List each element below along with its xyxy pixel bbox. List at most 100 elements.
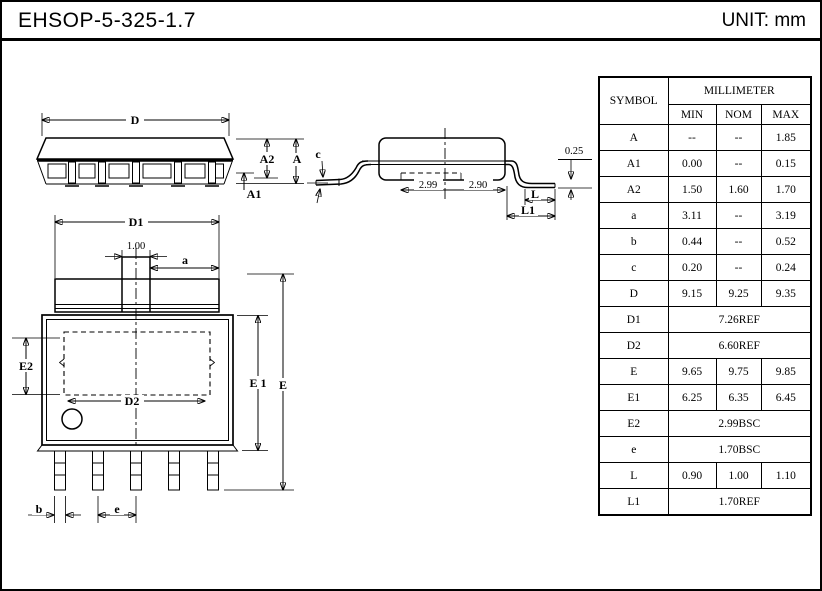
symbol-cell: D1 [598,306,669,333]
value-cell-nom: -- [715,202,762,229]
value-cell-nom: -- [715,254,762,281]
value-cell-min: -- [667,124,717,151]
side-view-drawing: c 0.25 [307,128,592,220]
symbol-cell: c [598,254,669,281]
dim-label-a: A [293,152,302,166]
value-cell-min: 1.50 [667,176,717,203]
value-cell-min: 6.25 [667,384,717,411]
dim-label-l1: L1 [521,203,535,217]
table-header-max: MAX [760,104,812,125]
value-cell-min: 9.65 [667,358,717,385]
value-cell-max: 9.85 [760,358,812,385]
symbol-cell: a [598,202,669,229]
value-cell-span: 7.26REF [667,306,812,333]
dim-label-1-00: 1.00 [127,241,145,252]
dim-label-e-width: E [279,378,287,392]
value-cell-nom: 1.00 [715,462,762,489]
dim-label-b: b [36,502,43,516]
symbol-cell: E2 [598,410,669,437]
table-header-nom: NOM [715,104,762,125]
symbol-cell: D2 [598,332,669,359]
page-title: EHSOP-5-325-1.7 [18,9,196,32]
symbol-cell: A1 [598,150,669,177]
value-cell-nom: -- [715,150,762,177]
dim-label-0-25: 0.25 [565,146,583,157]
value-cell-nom: -- [715,228,762,255]
symbol-cell: E1 [598,384,669,411]
symbol-cell: A [598,124,669,151]
bottom-leads [54,450,219,491]
value-cell-max: 1.85 [760,124,812,151]
value-cell-min: 0.44 [667,228,717,255]
symbol-cell: L1 [598,488,669,516]
symbol-cell: b [598,228,669,255]
value-cell-span: 2.99BSC [667,410,812,437]
value-cell-span: 1.70REF [667,488,812,516]
value-cell-span: 1.70BSC [667,436,812,463]
dim-label-a2: A2 [260,152,275,166]
value-cell-max: 0.52 [760,228,812,255]
value-cell-nom: -- [715,124,762,151]
dim-label-e1: E 1 [249,376,266,390]
value-cell-min: 0.90 [667,462,717,489]
value-cell-nom: 6.35 [715,384,762,411]
value-cell-nom: 1.60 [715,176,762,203]
table-header-min: MIN [667,104,717,125]
bottom-view-drawing: D1 1.00 a D2 [12,215,294,523]
value-cell-max: 9.35 [760,280,812,307]
dim-label-a-tab: a [182,253,188,267]
dim-label-d2: D2 [125,394,140,408]
table-header-symbol: SYMBOL [598,76,669,125]
value-cell-min: 0.00 [667,150,717,177]
value-cell-nom: 9.75 [715,358,762,385]
header-divider [2,38,820,41]
dim-label-d: D [131,113,140,127]
symbol-cell: A2 [598,176,669,203]
dim-label-2-90: 2.90 [469,180,487,191]
symbol-cell: e [598,436,669,463]
value-cell-min: 3.11 [667,202,717,229]
dim-label-2-99: 2.99 [419,180,437,191]
dim-label-e2: E2 [19,359,33,373]
table-row: A----1.85 [598,124,812,151]
value-cell-max: 1.10 [760,462,812,489]
symbol-cell: L [598,462,669,489]
value-cell-max: 1.70 [760,176,812,203]
pin1-marker [61,408,83,430]
front-view-drawing: D A2 A A1 [35,113,304,201]
symbol-cell: D [598,280,669,307]
value-cell-max: 0.24 [760,254,812,281]
dim-label-a1: A1 [247,187,262,201]
value-cell-span: 6.60REF [667,332,812,359]
table-header-millimeter: MILLIMETER [667,76,812,105]
unit-label: UNIT: mm [721,10,806,31]
value-cell-nom: 9.25 [715,280,762,307]
value-cell-max: 3.19 [760,202,812,229]
value-cell-min: 0.20 [667,254,717,281]
value-cell-max: 6.45 [760,384,812,411]
dim-label-d1: D1 [129,215,144,229]
symbol-cell: E [598,358,669,385]
value-cell-max: 0.15 [760,150,812,177]
dim-label-e-pitch: e [114,502,120,516]
dim-label-c: c [315,147,321,161]
value-cell-min: 9.15 [667,280,717,307]
